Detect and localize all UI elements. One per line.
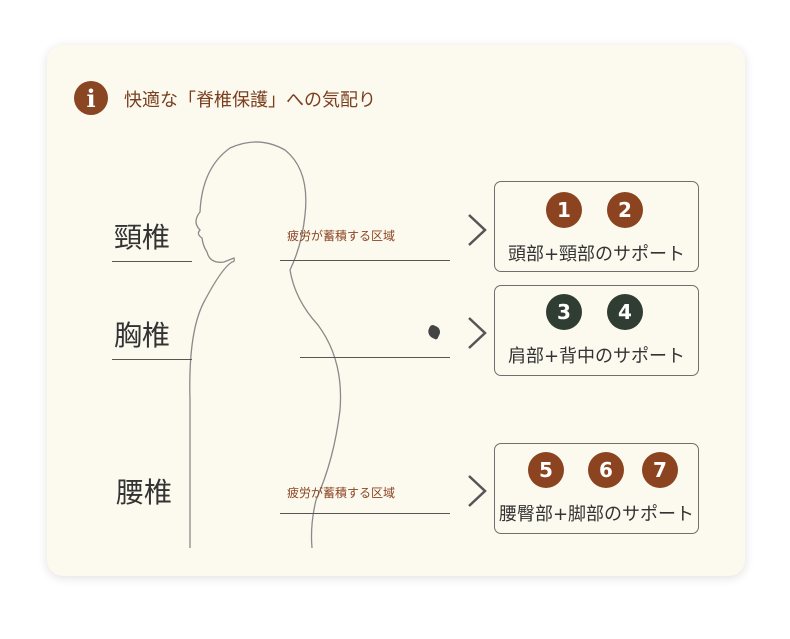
support-label: 肩部+背中のサポート <box>507 346 686 367</box>
region-underline <box>112 261 192 262</box>
region-label-lumbar: 腰椎 <box>116 476 173 509</box>
region-note-lumbar: 疲労が蓄積する区域 <box>287 486 396 500</box>
region-label-cervical: 頸椎 <box>114 221 171 254</box>
note-line <box>280 260 450 261</box>
support-label: 腰臀部+脚部のサポート <box>498 504 695 525</box>
support-label: 頭部+頸部のサポート <box>507 244 686 265</box>
badge-number: 1 <box>546 192 582 228</box>
chevron-right-icon <box>468 317 487 349</box>
badge-number: 7 <box>642 452 678 488</box>
page-title: 快適な「脊椎保護」への気配り <box>124 90 376 111</box>
badge-number: 2 <box>607 192 643 228</box>
support-box-shoulder-back: 3 4 肩部+背中のサポート <box>494 285 699 376</box>
support-box-head-neck: 1 2 頭部+頸部のサポート <box>494 181 699 272</box>
note-line <box>280 513 450 514</box>
badge-number: 4 <box>607 294 643 330</box>
region-underline <box>112 359 192 360</box>
info-icon: i <box>74 81 108 115</box>
note-line <box>300 357 450 358</box>
chevron-right-icon <box>468 214 487 246</box>
support-box-waist-legs: 5 6 7 腰臀部+脚部のサポート <box>494 443 699 534</box>
badge-number: 6 <box>588 452 624 488</box>
region-note-cervical: 疲労が蓄積する区域 <box>287 229 396 243</box>
badge-number: 5 <box>528 452 564 488</box>
chevron-right-icon <box>468 475 487 507</box>
badge-number: 3 <box>546 294 582 330</box>
region-label-thoracic: 胸椎 <box>114 319 171 352</box>
